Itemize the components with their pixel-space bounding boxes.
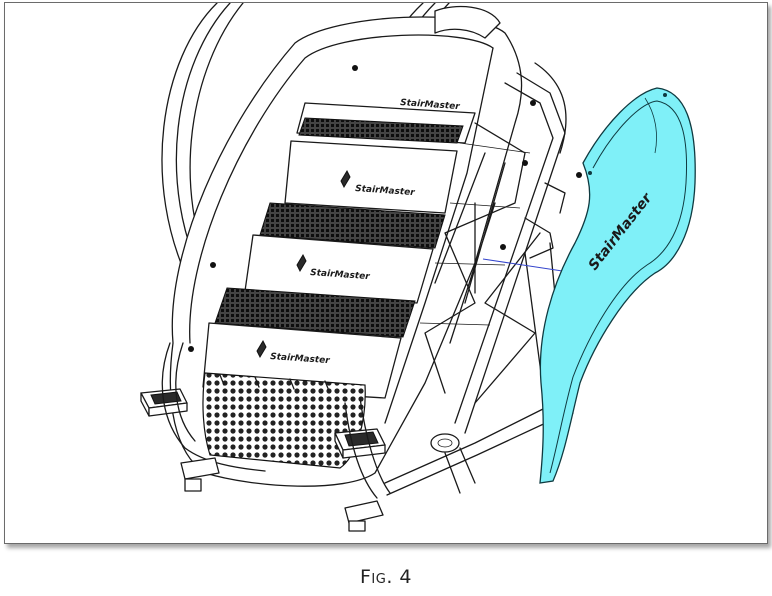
screw-icon [663, 93, 667, 97]
stair-climber-drawing: StairMaster StairMaster StairMaster Stai… [140, 3, 696, 532]
step-1: StairMaster StairMaster [284, 98, 476, 214]
front-grille [202, 372, 366, 469]
side-truss [419, 62, 567, 434]
step-2: StairMaster [244, 202, 446, 304]
brand-label-4: StairMaster [270, 352, 331, 366]
screw-icon [588, 171, 592, 175]
figure-frame: StairMaster StairMaster StairMaster Stai… [4, 2, 768, 544]
right-footrest [334, 428, 386, 459]
brand-label-3: StairMaster [310, 268, 371, 282]
logo-mark-icon [256, 339, 267, 359]
logo-mark-icon [340, 169, 351, 189]
logo-mark-icon [296, 253, 307, 273]
brand-label-1: StairMaster [400, 98, 461, 112]
left-footrest [140, 388, 188, 417]
figure-caption: Fig. 4 [359, 566, 412, 588]
frame-screws [188, 65, 582, 352]
side-cover-panel: StairMaster [539, 87, 696, 484]
brand-label-2: StairMaster [355, 184, 416, 198]
